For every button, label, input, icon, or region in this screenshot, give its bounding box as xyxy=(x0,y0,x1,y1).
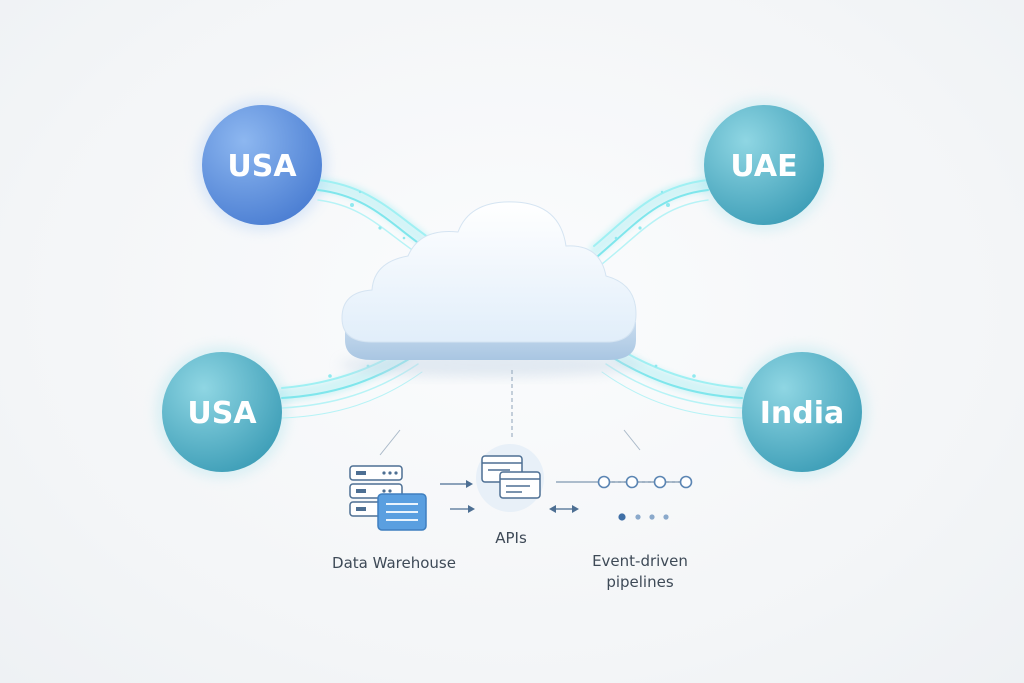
api-cards-icon xyxy=(476,444,544,512)
apis-caption: APIs xyxy=(495,529,527,547)
bidirectional-arrow-icon xyxy=(549,505,579,513)
region-label: UAE xyxy=(730,149,797,184)
cloud-platform xyxy=(340,201,640,377)
cloud-body xyxy=(341,201,637,343)
region-node-usa-top: USA xyxy=(202,105,322,225)
arrow-right-icon xyxy=(440,480,475,513)
region-node-usa-bottom: USA xyxy=(162,352,282,472)
pipeline-progress-dots xyxy=(618,513,669,521)
event-pipelines-caption-line2: pipelines xyxy=(606,573,674,591)
cloud-connector-right xyxy=(623,429,641,451)
cloud-connector-left xyxy=(379,429,401,456)
region-label: USA xyxy=(187,396,257,431)
flow-uae-top xyxy=(589,178,713,265)
database-panel-icon xyxy=(377,493,427,531)
region-node-india: India xyxy=(742,352,862,472)
region-node-uae: UAE xyxy=(704,105,824,225)
event-pipeline-icon xyxy=(556,475,693,489)
flow-usa-top xyxy=(313,178,437,259)
region-label: USA xyxy=(227,149,297,184)
region-label: India xyxy=(760,396,845,431)
data-warehouse-caption: Data Warehouse xyxy=(332,554,456,572)
event-pipelines-caption-line1: Event-driven xyxy=(592,552,688,570)
